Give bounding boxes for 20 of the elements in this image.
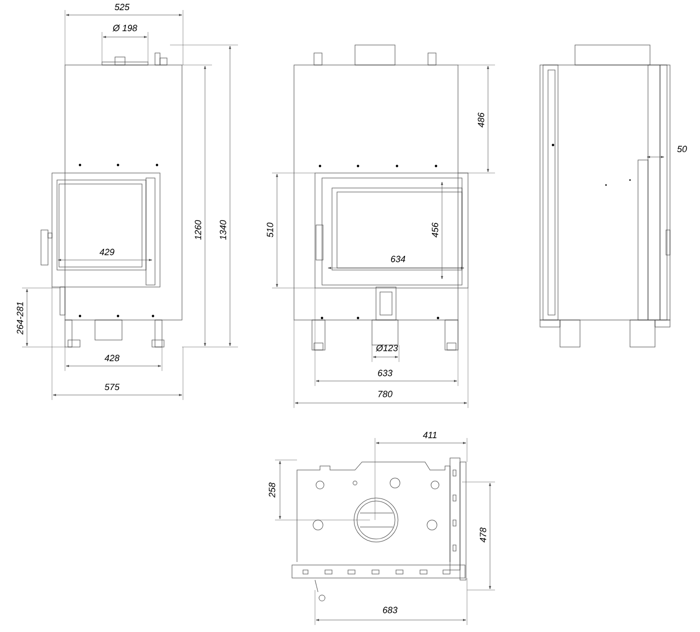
dimension-label: 428 (104, 354, 120, 362)
dimension-label: Ø123 (376, 344, 398, 352)
dimension-label: 525 (114, 4, 130, 10)
dimension-label: 264-281 (16, 302, 24, 335)
dimension-label: 456 (432, 222, 438, 238)
dimension-label: 634 (391, 256, 406, 262)
dimension-label: 486 (478, 112, 484, 128)
dimension-label: Ø 198 (112, 24, 138, 32)
dimension-label: 1340 (220, 220, 226, 240)
dimension-label: 683 (383, 606, 398, 614)
dimension-label: 1260 (194, 220, 202, 240)
dimension-label: 510 (266, 222, 274, 238)
dimension-label: 411 (422, 432, 436, 438)
dimension-label: 575 (104, 384, 120, 390)
dimension-label: 478 (480, 528, 486, 542)
dimension-label: 429 (100, 248, 114, 256)
dimension-label: 50 (677, 146, 687, 152)
dimension-label: 633 (378, 370, 392, 376)
dimension-label: 780 (378, 390, 392, 398)
dimension-label: 258 (268, 482, 276, 498)
